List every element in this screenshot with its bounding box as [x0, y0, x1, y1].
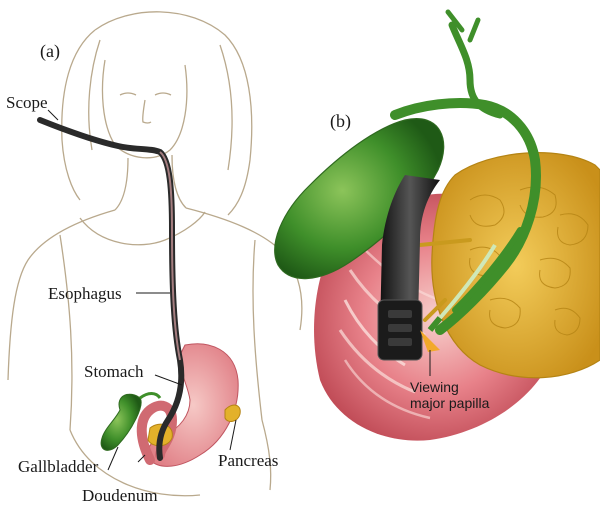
panel-label-b: (b)	[330, 112, 351, 130]
label-gallbladder: Gallbladder	[18, 458, 98, 475]
label-viewing-line2: major papilla	[410, 395, 489, 411]
label-viewing-line1: Viewing	[410, 379, 489, 395]
person-sketch	[8, 12, 302, 496]
label-viewing-papilla: Viewing major papilla	[410, 379, 489, 411]
label-stomach: Stomach	[84, 363, 144, 380]
label-doudenum: Doudenum	[82, 487, 158, 504]
scope-label-line	[48, 110, 58, 120]
pancreas-large	[432, 153, 600, 378]
label-pancreas: Pancreas	[218, 452, 278, 469]
panel-label-a: (a)	[40, 42, 60, 60]
label-scope: Scope	[6, 94, 48, 111]
label-esophagus: Esophagus	[48, 285, 122, 302]
